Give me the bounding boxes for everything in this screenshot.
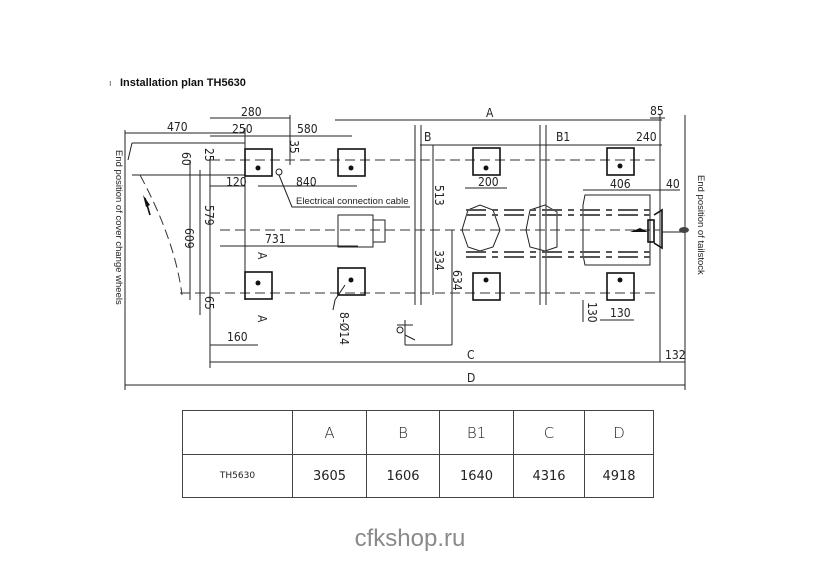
installation-drawing: 280 470 250 580 A 85 B B1 240 120 840 20… xyxy=(113,104,706,390)
dim-85: 85 xyxy=(650,104,664,118)
table-header: B xyxy=(366,410,440,455)
page-title: Installation plan TH5630 xyxy=(120,77,246,89)
table-header-row: A B B1 C D xyxy=(182,410,654,455)
dim-a: A xyxy=(486,106,494,120)
cover-wheels-label: End position of cover change wheels xyxy=(113,150,124,305)
tailstock-label: End position of tailstock xyxy=(695,175,706,275)
table-header xyxy=(182,410,293,455)
dim-200: 200 xyxy=(478,175,499,189)
table-cell: 4316 xyxy=(513,454,585,498)
dim-40: 40 xyxy=(666,177,680,191)
table-header: A xyxy=(292,410,367,455)
dim-130-h: 130 xyxy=(610,306,631,320)
dim-334: 334 xyxy=(432,250,446,271)
bullet-mark: ı xyxy=(109,78,112,88)
dim-470: 470 xyxy=(167,120,188,134)
dim-731: 731 xyxy=(265,232,286,246)
table-cell: 1606 xyxy=(366,454,440,498)
dim-513: 513 xyxy=(432,185,446,206)
dim-b: B xyxy=(424,130,431,144)
holes-label: 8-Ø14 xyxy=(337,312,351,345)
section-a-top: A xyxy=(255,252,269,260)
machine-feet xyxy=(244,147,635,301)
dim-840: 840 xyxy=(296,175,317,189)
dim-b1: B1 xyxy=(556,130,570,144)
cable-entry-icon xyxy=(275,168,283,176)
dim-132: 132 xyxy=(665,348,686,362)
dim-609: 609 xyxy=(182,228,196,249)
dim-60: 60 xyxy=(179,152,193,166)
dim-120: 120 xyxy=(226,175,247,189)
dim-579: 579 xyxy=(202,205,216,226)
table-cell: 4918 xyxy=(584,454,654,498)
dim-160: 160 xyxy=(227,330,248,344)
dimension-labels: 280 470 250 580 A 85 B B1 240 120 840 20… xyxy=(113,104,706,385)
dim-65: 65 xyxy=(202,296,216,310)
dim-130-v: 130 xyxy=(585,302,599,323)
dim-c: C xyxy=(467,348,475,362)
table-header: B1 xyxy=(439,410,514,455)
section-a-bottom: A xyxy=(255,315,269,323)
dimensions-table: A B B1 C D TH5630 3605 1606 1640 4316 49… xyxy=(182,410,654,498)
dim-240: 240 xyxy=(636,130,657,144)
lathe-bed xyxy=(332,194,689,345)
table-header: C xyxy=(513,410,585,455)
dim-35: 35 xyxy=(287,140,301,154)
table-cell: 3605 xyxy=(292,454,367,498)
dim-d: D xyxy=(467,371,475,385)
table-cell: TH5630 xyxy=(182,454,293,498)
dim-25: 25 xyxy=(202,148,216,162)
cable-label: Electrical connection cable xyxy=(296,196,408,207)
table-cell: 1640 xyxy=(439,454,514,498)
table-row: TH5630 3605 1606 1640 4316 4918 xyxy=(182,454,654,498)
dim-406: 406 xyxy=(610,177,631,191)
table-header: D xyxy=(584,410,654,455)
dim-250: 250 xyxy=(232,122,253,136)
dim-280: 280 xyxy=(241,105,262,119)
dim-634: 634 xyxy=(450,270,464,291)
dim-580: 580 xyxy=(297,122,318,136)
watermark: cfkshop.ru xyxy=(354,525,466,552)
